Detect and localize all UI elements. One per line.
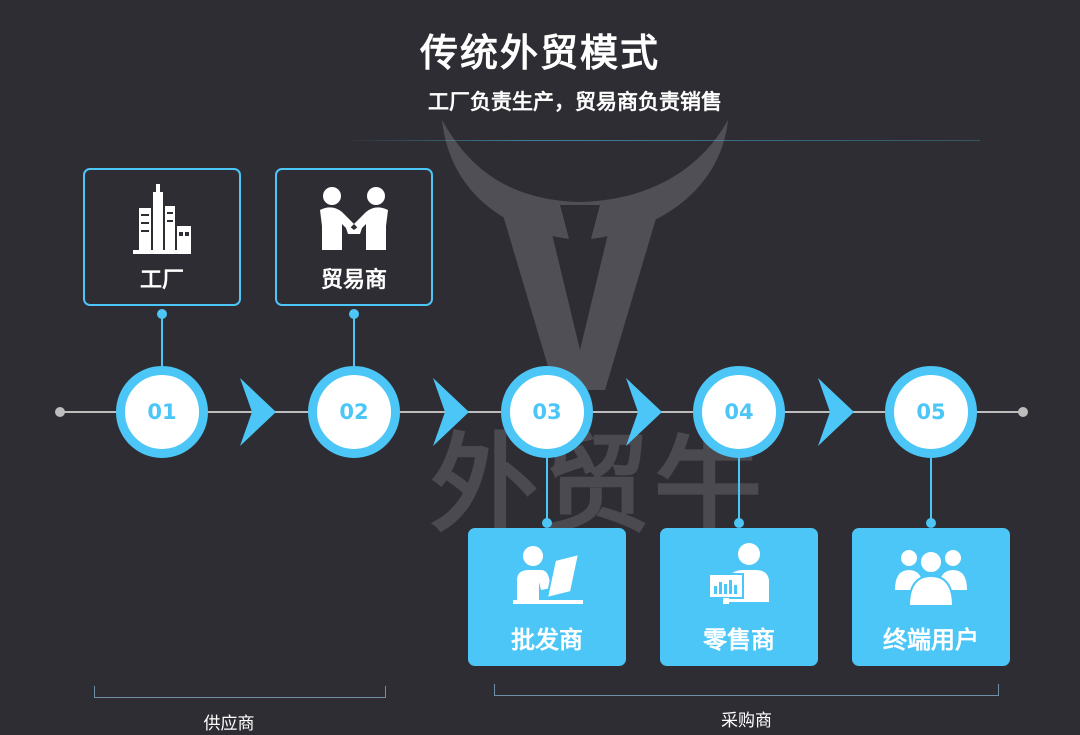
factory-icon (133, 184, 191, 254)
laptop-user-icon (513, 546, 583, 604)
monitor-user-icon (708, 543, 769, 604)
step-node-04: 04 (693, 366, 785, 458)
trader-card: 贸易商 (275, 168, 433, 306)
connector-line (738, 458, 740, 522)
chevron-right-icon (240, 378, 276, 446)
timeline-end-dot (1018, 407, 1028, 417)
handshake-icon (320, 187, 388, 250)
connector-dot (542, 518, 552, 528)
step-node-01: 01 (116, 366, 208, 458)
connector-line (161, 314, 163, 366)
page-title: 传统外贸模式 (419, 31, 660, 75)
timeline-start-dot (55, 407, 65, 417)
title-divider (340, 140, 980, 141)
chevron-right-icon (818, 378, 854, 446)
supplier-bracket (94, 686, 386, 698)
purchaser-group-label: 采购商 (721, 711, 772, 731)
end-user-card: 终端用户 (852, 528, 1010, 666)
supplier-group-label: 供应商 (203, 714, 255, 734)
step-label: 贸易商 (320, 268, 387, 293)
step-label: 终端用户 (883, 626, 979, 654)
users-group-icon (895, 550, 967, 607)
factory-card: 工厂 (83, 168, 241, 306)
chevron-right-icon (626, 378, 662, 446)
purchaser-bracket (494, 684, 999, 696)
chevron-right-icon (433, 378, 469, 446)
wholesaler-card: 批发商 (468, 528, 626, 666)
connector-dot (926, 518, 936, 528)
connector-line (353, 314, 355, 366)
connector-line (546, 458, 548, 522)
watermark-bull-logo (442, 120, 728, 390)
step-label: 批发商 (511, 626, 583, 654)
step-node-02: 02 (308, 366, 400, 458)
step-label: 工厂 (139, 268, 184, 293)
step-node-03: 03 (501, 366, 593, 458)
connector-dot (734, 518, 744, 528)
retailer-card: 零售商 (660, 528, 818, 666)
page-subtitle: 工厂负责生产，贸易商负责销售 (428, 90, 722, 114)
connector-line (930, 458, 932, 522)
step-node-05: 05 (885, 366, 977, 458)
step-label: 零售商 (703, 626, 775, 654)
